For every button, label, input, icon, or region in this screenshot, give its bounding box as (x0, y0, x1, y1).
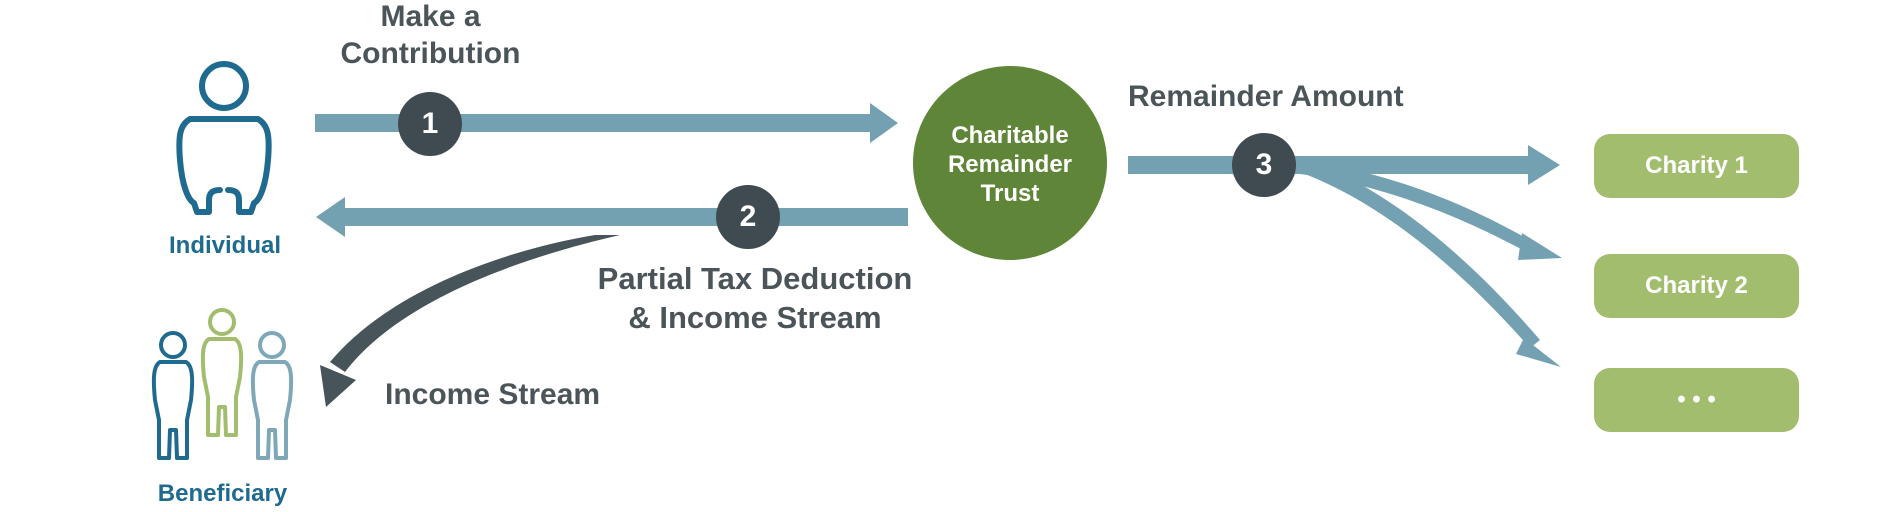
people-group-icon (151, 308, 294, 460)
partial-tax-line1: Partial Tax Deduction (597, 261, 913, 296)
trust-node (913, 66, 1107, 260)
make-contribution-line2: Contribution (340, 37, 521, 70)
trust-label: Charitable Remainder Trust (930, 122, 1090, 208)
step-number-2: 2 (739, 200, 757, 233)
partial-tax-label: Partial Tax Deduction & Income Stream (590, 261, 920, 336)
charity-label-1: Charity 1 (1645, 152, 1748, 179)
individual-label: Individual (168, 232, 281, 259)
trust-label-line3: Trust (980, 179, 1040, 207)
income-stream-label: Income Stream (385, 378, 601, 411)
step-badge-2 (716, 185, 780, 249)
charity-node-more: • • • (1594, 368, 1799, 432)
charity-node-2: Charity 2 (1594, 254, 1799, 318)
step-number-1: 1 (421, 107, 439, 140)
remainder-amount-label: Remainder Amount (1128, 80, 1404, 113)
remainder-arrows (1128, 145, 1562, 367)
step-badge-3 (1232, 133, 1296, 197)
step-badge-1 (398, 92, 462, 156)
person-icon (176, 61, 272, 215)
partial-tax-line2: & Income Stream (628, 300, 882, 336)
charity-label-2: Charity 2 (1645, 272, 1748, 299)
step-number-3: 3 (1255, 148, 1273, 181)
make-contribution-line1: Make a (380, 0, 481, 33)
tax-deduction-arrow (316, 197, 908, 237)
trust-label-line2: Remainder (947, 150, 1073, 178)
income-stream-arrow (320, 235, 620, 407)
beneficiary-label: Beneficiary (157, 480, 288, 507)
charity-label-more: • • • (1677, 386, 1716, 413)
make-contribution-label: Make a Contribution (333, 0, 528, 70)
charity-node-1: Charity 1 (1594, 134, 1799, 198)
trust-label-line1: Charitable (951, 122, 1069, 149)
